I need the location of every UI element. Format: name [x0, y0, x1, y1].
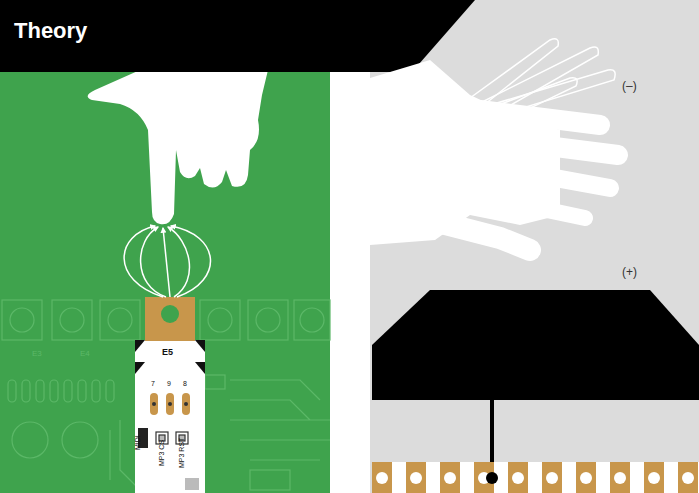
- pin-label: MIDI: [134, 435, 141, 450]
- polarity-label: (–): [622, 80, 637, 92]
- header-band: [0, 0, 475, 72]
- electrode-pad: [145, 297, 195, 341]
- pin-label: MP3 CS: [158, 440, 165, 466]
- pcb-label: E3: [32, 350, 42, 358]
- plate-wire: [490, 398, 494, 464]
- capacitor-plate: [372, 290, 699, 400]
- green-panel: [0, 70, 330, 493]
- pin-holes: [152, 402, 188, 406]
- pin-pads: [150, 393, 190, 415]
- pin-number: 7: [151, 380, 155, 387]
- grey-panel: [370, 0, 699, 493]
- pcb-label: E4: [80, 350, 90, 358]
- open-hand: [370, 39, 618, 250]
- connected-pad: [486, 472, 498, 484]
- pin-number: 8: [183, 380, 187, 387]
- pointing-hand: [88, 70, 268, 224]
- field-lines: [124, 226, 210, 297]
- electrode-label: E5: [162, 348, 173, 357]
- pad-row: [372, 462, 699, 493]
- section-title: Theory: [14, 20, 87, 42]
- board-strip: [135, 340, 205, 493]
- pin-label: MP3 RST: [178, 438, 185, 468]
- polarity-label: (+): [622, 266, 637, 278]
- pin-number: 9: [167, 380, 171, 387]
